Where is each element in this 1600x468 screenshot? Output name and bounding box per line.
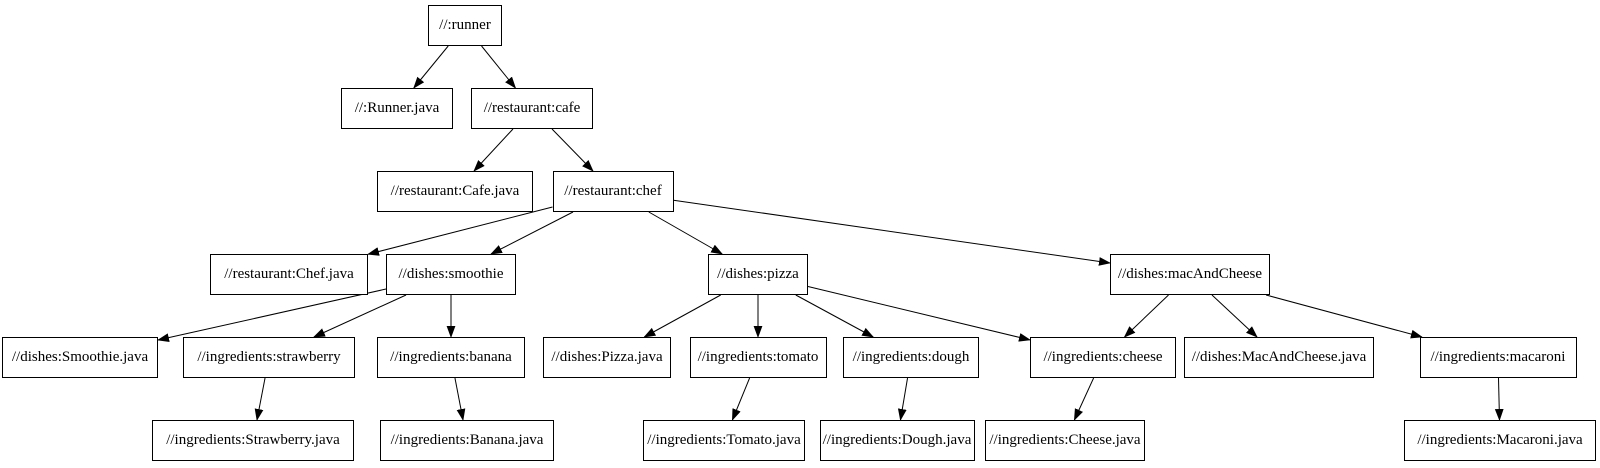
graph-edge-pizza-to-pizza-java: [643, 294, 721, 338]
graph-node-macaroni-java: //ingredients:Macaroni.java: [1404, 420, 1596, 461]
graph-edge-strawberry-to-strawberry-java: [254, 377, 266, 421]
graph-node-mac-and-cheese-java: //dishes:MacAndCheese.java: [1184, 337, 1374, 378]
graph-edge-macaroni-to-macaroni-java: [1494, 377, 1504, 421]
graph-edge-cafe-to-cafe-java: [473, 128, 514, 172]
graph-edge-banana-to-banana-java: [454, 377, 466, 421]
graph-node-chef-java: //restaurant:Chef.java: [210, 254, 368, 295]
graph-node-smoothie-java: //dishes:Smoothie.java: [2, 337, 158, 378]
graph-node-smoothie: //dishes:smoothie: [386, 254, 516, 295]
graph-edge-dough-to-dough-java: [897, 377, 909, 421]
graph-edge-pizza-to-cheese: [807, 286, 1031, 342]
graph-edge-chef-to-chef-java: [367, 206, 553, 256]
graph-node-cheese-java: //ingredients:Cheese.java: [985, 420, 1145, 461]
graph-node-pizza: //dishes:pizza: [708, 254, 808, 295]
graph-edge-mac-and-cheese-to-macaroni: [1265, 294, 1423, 339]
graph-edge-cheese-to-cheese-java: [1073, 377, 1095, 421]
graph-node-banana-java: //ingredients:Banana.java: [380, 420, 554, 461]
graph-edge-chef-to-smoothie: [490, 211, 574, 255]
graph-node-macaroni: //ingredients:macaroni: [1419, 337, 1577, 378]
graph-edge-smoothie-to-smoothie-java: [157, 288, 387, 342]
graph-node-tomato-java: //ingredients:Tomato.java: [643, 420, 805, 461]
graph-node-cheese: //ingredients:cheese: [1030, 337, 1176, 378]
graph-edge-group: [157, 45, 1504, 421]
graph-node-mac-and-cheese: //dishes:macAndCheese: [1110, 254, 1270, 295]
graph-edge-mac-and-cheese-to-mac-and-cheese-java: [1211, 294, 1258, 338]
graph-edge-pizza-to-dough: [795, 294, 875, 338]
graph-edge-tomato-to-tomato-java: [731, 377, 751, 421]
graph-node-strawberry: //ingredients:strawberry: [183, 337, 355, 378]
graph-node-runner: //:runner: [428, 5, 502, 46]
graph-node-cafe: //restaurant:cafe: [471, 88, 593, 129]
graph-edge-runner-to-runner-java: [413, 45, 449, 89]
graph-node-pizza-java: //dishes:Pizza.java: [543, 337, 671, 378]
graph-edge-cafe-to-chef: [551, 128, 594, 172]
graph-edge-chef-to-pizza: [648, 211, 724, 255]
graph-edge-chef-to-mac-and-cheese: [673, 199, 1111, 266]
graph-node-runner-java: //:Runner.java: [341, 88, 453, 129]
graph-node-tomato: //ingredients:tomato: [689, 337, 827, 378]
graph-node-dough: //ingredients:dough: [843, 337, 979, 378]
graph-node-chef: //restaurant:chef: [552, 171, 674, 212]
graph-node-strawberry-java: //ingredients:Strawberry.java: [152, 420, 354, 461]
graph-edge-mac-and-cheese-to-cheese: [1123, 294, 1169, 338]
graph-edge-runner-to-cafe: [481, 45, 517, 89]
graph-node-dough-java: //ingredients:Dough.java: [819, 420, 975, 461]
graph-edge-smoothie-to-strawberry: [313, 294, 407, 338]
graph-node-cafe-java: //restaurant:Cafe.java: [377, 171, 533, 212]
graph-node-banana: //ingredients:banana: [377, 337, 525, 378]
